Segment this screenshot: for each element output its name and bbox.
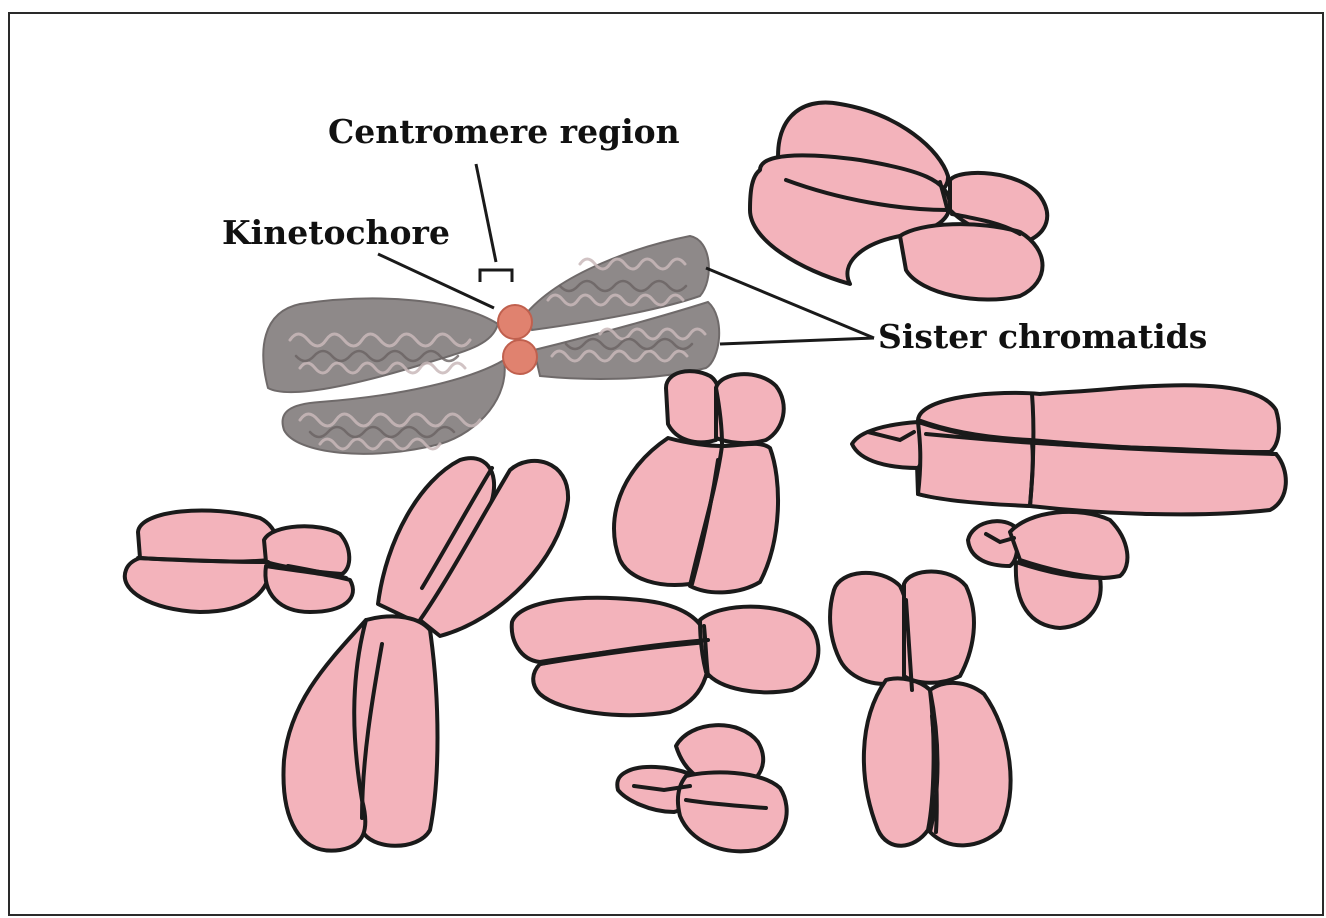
kinetochore-label: Kinetochore [222, 213, 450, 252]
chromosome-bottom-small [617, 725, 786, 851]
chromosome-middle-horizontal [512, 598, 819, 715]
sister-chromatids-label: Sister chromatids [878, 317, 1207, 356]
chromosome-top-right [750, 103, 1047, 300]
sister-chromatids-leader-lower [720, 338, 874, 344]
kinetochore-upper [498, 305, 532, 339]
chromosome-small-right [968, 512, 1127, 628]
chromosome-long-horizontal [852, 385, 1286, 514]
kinetochore-lower [503, 340, 537, 374]
chromosome-middle-upper [614, 371, 784, 592]
centromere-leader-line [476, 164, 496, 262]
chromosome-left-small [125, 510, 353, 612]
centromere-bracket [480, 270, 512, 282]
chromosome-right-lower [830, 572, 1011, 846]
centromere-region-label: Centromere region [328, 112, 680, 151]
